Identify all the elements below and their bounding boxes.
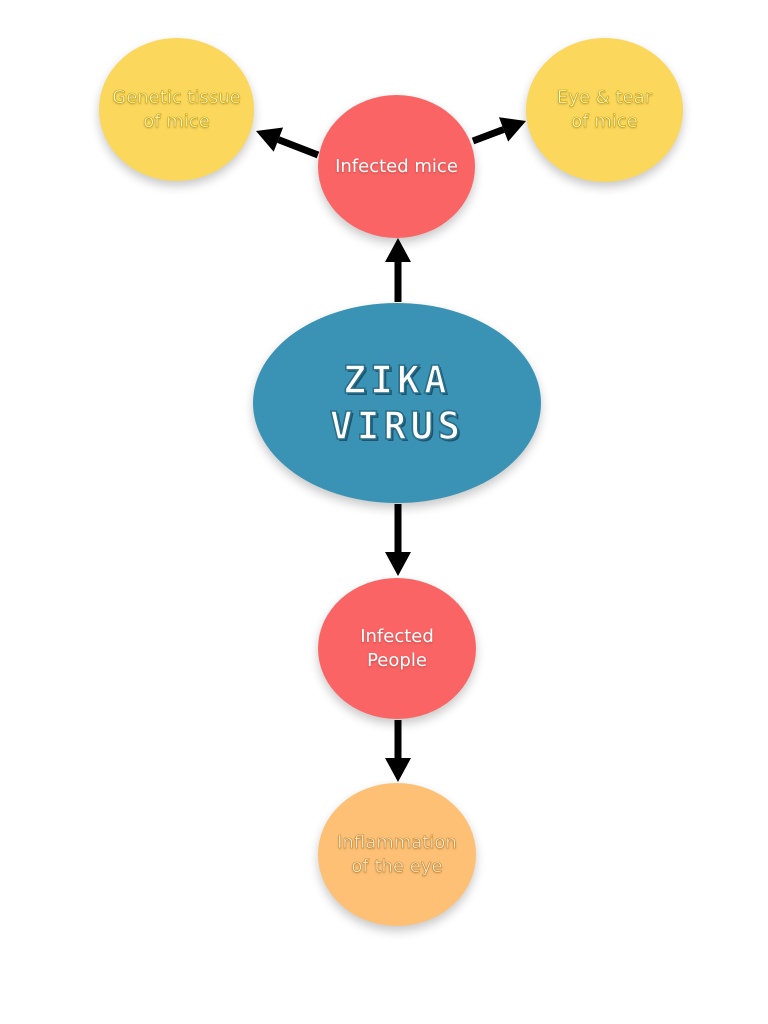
node-infected-people-label: Infected People [360, 625, 434, 671]
arrow-infected_people-to-inflammation-head [385, 758, 411, 782]
node-eye-tear: Eye & tear of mice [526, 38, 683, 182]
arrow-infected_mice-to-eye_tear-shaft [471, 126, 505, 145]
node-eye-tear-label: Eye & tear of mice [556, 87, 653, 133]
arrow-zika_virus-to-infected_people-head [385, 552, 411, 576]
arrow-infected_mice-to-genetic_tissue-shaft [277, 136, 320, 159]
node-infected-mice-label: Infected mice [335, 155, 458, 177]
node-genetic-tissue: Genetic tissue of mice [99, 38, 254, 181]
node-inflammation: Inflammation of the eye [318, 783, 476, 926]
node-zika-virus-label: ZIKA VIRUS [329, 357, 465, 449]
arrow-infected_mice-to-eye_tear-head [498, 117, 526, 142]
node-zika-virus: ZIKA VIRUS [253, 303, 541, 503]
node-inflammation-label: Inflammation of the eye [337, 831, 457, 877]
node-infected-people: Infected People [318, 578, 476, 719]
arrow-infected_mice-to-genetic_tissue-head [256, 127, 284, 152]
arrow-zika_virus-to-infected_mice-head [385, 238, 411, 262]
node-infected-mice: Infected mice [318, 95, 475, 238]
node-genetic-tissue-label: Genetic tissue of mice [112, 86, 241, 132]
